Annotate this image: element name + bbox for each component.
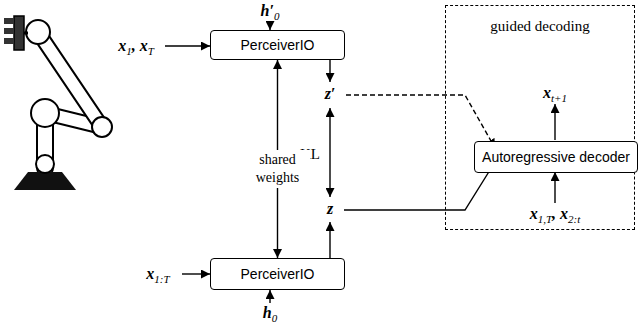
input-label: x1:T: [146, 265, 169, 285]
math-symbol: h: [263, 304, 272, 321]
math-subscript: 0: [274, 10, 280, 22]
math-subscript: 0: [272, 312, 278, 324]
input-arrow: [165, 45, 210, 46]
context-label: x1,T, x2:t: [530, 205, 581, 225]
latent-label: z′: [325, 85, 336, 103]
latent-label: z: [327, 200, 333, 218]
math-symbol: x: [118, 37, 126, 54]
math-subscript: 1,T: [538, 213, 552, 225]
output-label: xt+1: [543, 84, 567, 104]
math-subscript: t+1: [551, 92, 567, 104]
robot-arm: [4, 16, 112, 190]
output-arrow: [554, 104, 555, 140]
encoder-box: PerceiverIO: [210, 258, 345, 290]
input-arrow: [269, 290, 270, 303]
latent-arrow: [329, 222, 330, 258]
math-symbol: x: [543, 84, 551, 101]
arm-joint: [36, 155, 54, 173]
input-arrow: [269, 21, 270, 30]
arm-joint: [31, 99, 59, 127]
edge-label: shared weights: [246, 150, 310, 188]
encoder-box: PerceiverIO: [210, 30, 345, 60]
kl-arrow: [329, 108, 330, 197]
math-subscript: 1:T: [154, 273, 169, 285]
math-subscript: 2:t: [568, 213, 580, 225]
math-symbol: z′: [325, 85, 336, 102]
gripper-finger: [4, 28, 14, 34]
gripper: [14, 16, 24, 50]
math-symbol: x: [530, 205, 538, 222]
math-symbol: z: [327, 200, 333, 217]
arm-joint: [92, 117, 112, 137]
math-subscript: 1: [126, 45, 132, 57]
math-symbol: h′: [261, 2, 274, 19]
latent-arrow: [329, 60, 330, 82]
math-subscript: T: [148, 45, 154, 57]
guided-decoding-region: guided decodingAutoregressive decoder: [445, 5, 635, 230]
box-label: Autoregressive decoder: [482, 149, 630, 165]
region-heading: guided decoding: [446, 18, 634, 35]
box-label: PerceiverIO: [241, 37, 315, 53]
gripper-mount: [24, 32, 28, 35]
box-label: PerceiverIO: [241, 266, 315, 282]
gripper-finger: [4, 18, 14, 24]
guidance-arrow: [346, 95, 495, 148]
arm-joint: [26, 20, 50, 44]
input-label: x1, xT: [118, 37, 154, 57]
input-arrow: [182, 273, 210, 274]
initial-state-label: h′0: [261, 2, 280, 22]
math-symbol: x: [146, 265, 154, 282]
context-arrow: [554, 172, 555, 203]
robot-base: [14, 172, 76, 190]
latent-to-decoder-arrow: [344, 162, 495, 210]
gripper-finger: [4, 38, 14, 44]
math-symbol: , x: [132, 37, 148, 54]
math-symbol: , x: [552, 205, 568, 222]
initial-state-label: h0: [263, 304, 277, 324]
decoder-box: Autoregressive decoder: [474, 141, 638, 173]
